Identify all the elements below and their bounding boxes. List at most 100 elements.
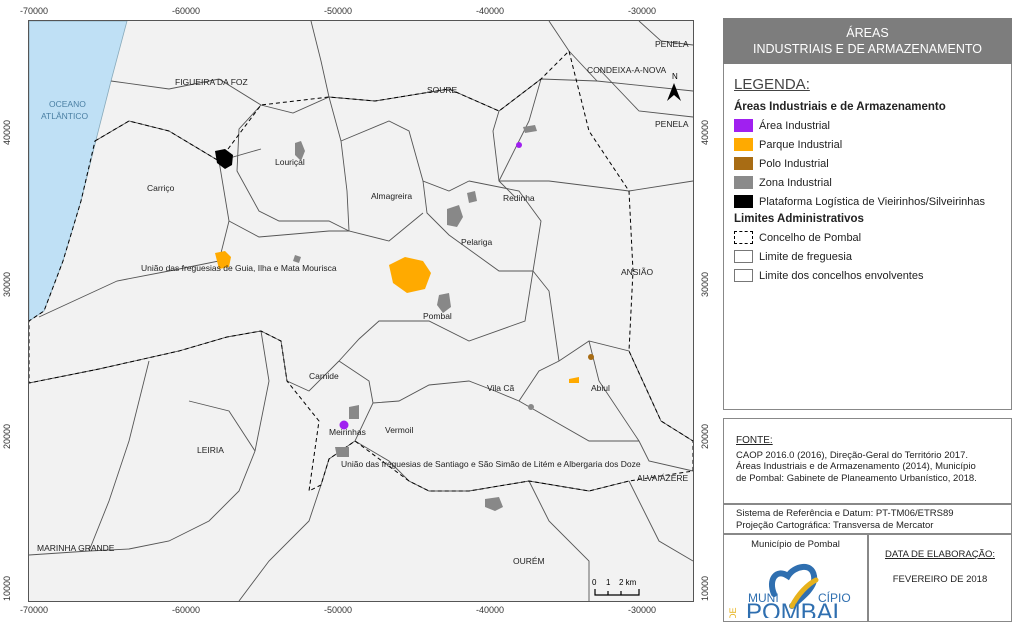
legend-item: Limite de freguesia — [734, 247, 1001, 266]
place-label: União das freguesias de Santiago e São S… — [341, 459, 641, 469]
polo-industrial[interactable] — [588, 354, 594, 360]
place-label: Redinha — [503, 193, 535, 203]
legend-item: Zona Industrial — [734, 173, 1001, 192]
legend-swatch — [734, 269, 753, 282]
logo-box: Município de Pombal MUNI CÍPIO POMBAL DE — [723, 534, 868, 622]
legend-swatch — [734, 138, 753, 151]
y-tick-left: 20000 — [2, 423, 12, 449]
legend-swatch — [734, 157, 753, 170]
scale-bar: 0 1 2 km — [592, 578, 640, 596]
y-tick-right: 30000 — [700, 271, 710, 297]
zona-industrial[interactable] — [528, 404, 534, 410]
zona-industrial[interactable] — [349, 405, 359, 419]
legend-item: Parque Industrial — [734, 135, 1001, 154]
logo-main-word: POMBAL — [746, 599, 846, 618]
source-line: Áreas Industriais e de Armazenamento (20… — [736, 461, 976, 472]
pombal-boundary — [29, 50, 693, 492]
legend-heading: LEGENDA: — [734, 76, 810, 93]
x-tick-bottom: -60000 — [171, 605, 201, 615]
legend-label: Limite de freguesia — [759, 250, 852, 263]
ocean-label: ATLÂNTICO — [41, 111, 88, 121]
zona-industrial[interactable] — [467, 191, 477, 203]
legend-item: Área Industrial — [734, 116, 1001, 135]
place-label: FIGUEIRA DA FOZ — [175, 77, 248, 87]
y-tick-right: 20000 — [700, 423, 710, 449]
place-label: LEIRIA — [197, 445, 224, 455]
title-line-1: ÁREAS — [846, 26, 889, 40]
x-tick-bottom: -40000 — [475, 605, 505, 615]
place-label: ANSIÃO — [621, 267, 654, 277]
legend-group-title: Limites Administrativos — [734, 213, 864, 225]
legend-label: Polo Industrial — [759, 157, 829, 170]
legend-swatch — [734, 176, 753, 189]
zona-industrial[interactable] — [437, 293, 451, 313]
area-industrial[interactable] — [516, 142, 522, 148]
map-frame[interactable]: OCEANO ATLÂNTICO FIGUEIRA DA FOZ SOURE C… — [28, 20, 694, 602]
place-label: ALVAIÁZERE — [637, 473, 689, 483]
date-heading: DATA DE ELABORAÇÃO: — [885, 549, 995, 560]
y-tick-right: 10000 — [700, 575, 710, 601]
legend-swatch — [734, 231, 753, 244]
legend-label: Limite dos concelhos envolventes — [759, 269, 924, 282]
legend-item: Concelho de Pombal — [734, 228, 1001, 247]
logo-caption: Município de Pombal — [751, 539, 840, 550]
zona-industrial[interactable] — [485, 497, 503, 511]
legend-item: Polo Industrial — [734, 154, 1001, 173]
legend-label: Plataforma Logística de Vieirinhos/Silve… — [759, 195, 986, 208]
ocean-label: OCEANO — [49, 99, 86, 109]
logo-word: MUNI — [748, 591, 779, 605]
place-label: PENELA — [655, 39, 689, 49]
place-label: Pombal — [423, 311, 452, 321]
parque-industrial[interactable] — [569, 377, 579, 383]
legend: LEGENDA: Áreas Industriais e de Armazena… — [723, 64, 1012, 410]
place-label: Louriçal — [275, 157, 305, 167]
x-tick-bottom: -70000 — [19, 605, 49, 615]
place-label: CONDEIXA-A-NOVA — [587, 65, 667, 75]
plataforma-logistica[interactable] — [215, 149, 233, 169]
x-tick-top: -30000 — [627, 6, 657, 16]
reference-line: Sistema de Referência e Datum: PT-TM06/E… — [736, 508, 954, 519]
place-label: PENELA — [655, 119, 689, 129]
map-title: ÁREAS INDUSTRIAIS E DE ARMAZENAMENTO — [723, 18, 1012, 64]
zona-industrial[interactable] — [447, 205, 463, 227]
ocean-area — [29, 21, 128, 322]
boundary-lines — [29, 21, 693, 601]
scale-label: 2 km — [619, 578, 637, 587]
source-line: CAOP 2016.0 (2016), Direção-Geral do Ter… — [736, 449, 968, 461]
municipio-pombal-logo: MUNI CÍPIO POMBAL DE — [728, 564, 851, 618]
y-tick-left: 30000 — [2, 271, 12, 297]
parque-industrial[interactable] — [215, 251, 231, 269]
x-tick-top: -60000 — [171, 6, 201, 16]
place-label: OURÉM — [513, 556, 545, 566]
x-tick-bottom: -50000 — [323, 605, 353, 615]
place-label: SOURE — [427, 85, 458, 95]
y-tick-left: 40000 — [2, 119, 12, 145]
place-label: Almagreira — [371, 191, 412, 201]
y-tick-left: 10000 — [2, 575, 12, 601]
scale-label: 1 — [606, 578, 611, 587]
map-canvas: OCEANO ATLÂNTICO FIGUEIRA DA FOZ SOURE C… — [29, 21, 693, 601]
legend-label: Parque Industrial — [759, 138, 843, 151]
source-heading: FONTE: — [736, 435, 773, 446]
legend-item: Limite dos concelhos envolventes — [734, 266, 1001, 285]
scale-label: 0 — [592, 578, 597, 587]
source-box: FONTE: CAOP 2016.0 (2016), Direção-Geral… — [723, 418, 1012, 504]
parque-industrial[interactable] — [389, 257, 431, 293]
place-label: Abiul — [591, 383, 610, 393]
reference-box: Sistema de Referência e Datum: PT-TM06/E… — [723, 504, 1012, 534]
place-label: MARINHA GRANDE — [37, 543, 115, 553]
place-label: Vermoil — [385, 425, 413, 435]
zona-industrial[interactable] — [335, 447, 349, 457]
place-label: Carriço — [147, 183, 175, 193]
industrial-areas — [215, 125, 594, 511]
zona-industrial[interactable] — [293, 255, 301, 263]
x-tick-top: -70000 — [19, 6, 49, 16]
x-tick-top: -50000 — [323, 6, 353, 16]
place-label: União das freguesias de Guia, Ilha e Mat… — [141, 263, 337, 273]
date-box: DATA DE ELABORAÇÃO: FEVEREIRO DE 2018 — [868, 534, 1012, 622]
area-industrial[interactable] — [339, 420, 349, 430]
date-value: FEVEREIRO DE 2018 — [892, 574, 988, 585]
legend-label: Concelho de Pombal — [759, 231, 862, 244]
zona-industrial[interactable] — [295, 141, 305, 161]
zona-industrial[interactable] — [523, 125, 537, 133]
